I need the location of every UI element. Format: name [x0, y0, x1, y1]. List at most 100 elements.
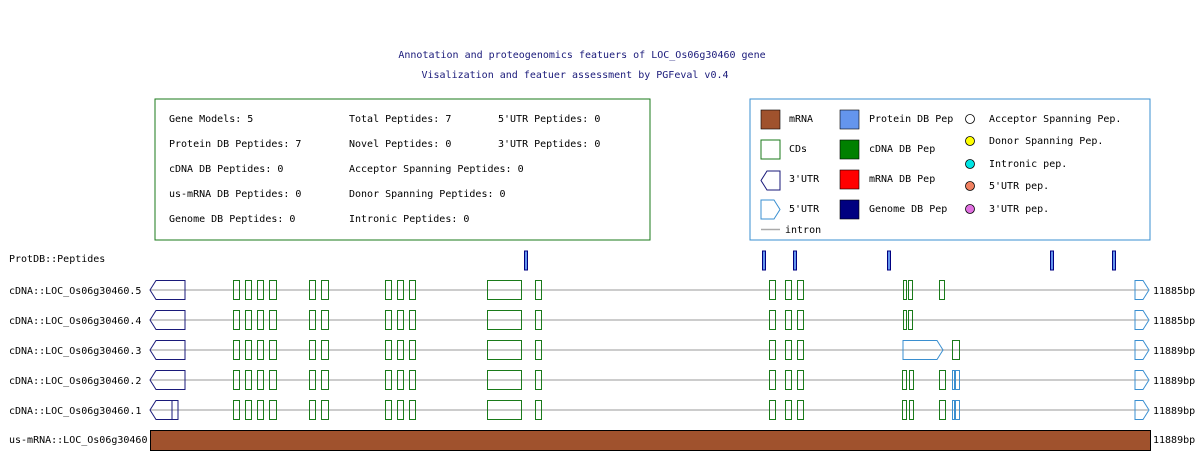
track-length-5: 11885bp: [1153, 286, 1195, 297]
legend-protein-db-label: Protein DB Pep: [869, 114, 953, 125]
cds-exon: [269, 280, 277, 300]
legend-box: [749, 98, 1151, 241]
peptide-mark: [524, 250, 528, 271]
legend-intron: intron: [761, 225, 821, 236]
cds-exon: [309, 400, 316, 420]
stat-utr5: 5'UTR Peptides: 0: [498, 114, 600, 125]
cds-exon: [269, 340, 277, 360]
cds-exon: [785, 370, 792, 390]
stat-us-mrna-db: us-mRNA DB Peptides: 0: [169, 189, 301, 200]
cds-exon: [385, 370, 392, 390]
cds-exon: [245, 400, 252, 420]
cds-exon: [908, 280, 913, 300]
cds-exon: [797, 310, 804, 330]
cds-exon: [257, 280, 264, 300]
track-label-5: cDNA::LOC_Os06g30460.5: [9, 286, 141, 297]
cds-exon: [233, 310, 240, 330]
utr5-exon: [952, 400, 955, 420]
cds-exon: [939, 400, 946, 420]
cds-exon: [233, 400, 240, 420]
cds-exon: [769, 310, 776, 330]
legend-utr3-pep: 3'UTR pep.: [965, 204, 1049, 215]
cds-exon: [785, 400, 792, 420]
peptide-mark: [1112, 250, 1116, 271]
cds-exon: [939, 370, 946, 390]
cds-exon: [409, 310, 416, 330]
cds-exon: [535, 310, 542, 330]
legend-donor-label: Donor Spanning Pep.: [989, 136, 1103, 147]
cds-exon: [902, 370, 907, 390]
cds-exon: [909, 370, 914, 390]
utr5-exon: [1134, 310, 1150, 330]
cds-exon: [269, 400, 277, 420]
legend-utr5-pep: 5'UTR pep.: [965, 181, 1049, 192]
legend-mrna-swatch: [760, 109, 781, 130]
legend-utr5-label: 5'UTR: [789, 204, 820, 215]
cds-exon: [903, 310, 907, 330]
utr5-exon: [1134, 280, 1150, 300]
cds-exon: [409, 370, 416, 390]
legend-mrna-db-label: mRNA DB Pep: [869, 174, 935, 185]
utr3-exon: [149, 400, 179, 420]
cds-exon: [397, 370, 404, 390]
legend-intronic-pep: Intronic pep.: [965, 159, 1067, 170]
cds-exon: [939, 280, 945, 300]
cds-exon: [487, 340, 522, 360]
cds-exon: [397, 340, 404, 360]
cds-exon: [785, 310, 792, 330]
utr3-exon: [149, 310, 186, 330]
legend-utr5: 5'UTR: [760, 199, 820, 220]
cds-exon: [487, 370, 522, 390]
legend-intronic-label: Intronic pep.: [989, 159, 1067, 170]
cds-exon: [257, 340, 264, 360]
peptide-mark: [762, 250, 766, 271]
cds-exon: [245, 280, 252, 300]
stat-utr3: 3'UTR Peptides: 0: [498, 139, 600, 150]
cds-exon: [397, 310, 404, 330]
legend-utr3: 3'UTR: [760, 170, 820, 191]
diagram-subtitle: Visalization and featuer assessment by P…: [421, 70, 728, 81]
cds-exon: [321, 340, 329, 360]
legend-donor-pep: Donor Spanning Pep.: [965, 136, 1103, 147]
cds-exon: [902, 400, 907, 420]
stats-box: [154, 98, 651, 241]
track-label-1: cDNA::LOC_Os06g30460.1: [9, 406, 141, 417]
legend-utr3-pep-label: 3'UTR pep.: [989, 204, 1049, 215]
cds-exon: [535, 280, 542, 300]
cds-exon: [385, 310, 392, 330]
legend-mrna-label: mRNA: [789, 114, 813, 125]
diagram-title: Annotation and proteogenomics featuers o…: [398, 50, 765, 61]
cds-exon: [409, 400, 416, 420]
cds-exon: [269, 310, 277, 330]
cds-exon: [245, 310, 252, 330]
cds-exon: [321, 310, 329, 330]
stat-total: Total Peptides: 7: [349, 114, 451, 125]
cds-exon: [769, 340, 776, 360]
cds-exon: [385, 340, 392, 360]
cds-exon: [321, 370, 329, 390]
legend-utr5-swatch: [760, 199, 781, 220]
cds-exon: [233, 340, 240, 360]
cds-exon: [535, 400, 542, 420]
cds-exon: [385, 400, 392, 420]
cds-exon: [309, 310, 316, 330]
cds-exon: [952, 340, 960, 360]
track-label-2: cDNA::LOC_Os06g30460.2: [9, 376, 141, 387]
track-label-3: cDNA::LOC_Os06g30460.3: [9, 346, 141, 357]
cds-exon: [487, 400, 522, 420]
legend-genome-db-pep: Genome DB Pep: [839, 199, 947, 220]
cds-exon: [321, 280, 329, 300]
legend-donor-dot: [965, 136, 975, 146]
legend-utr5-pep-label: 5'UTR pep.: [989, 181, 1049, 192]
cds-exon: [797, 370, 804, 390]
peptide-track: [524, 250, 1116, 271]
legend-acceptor-label: Acceptor Spanning Pep.: [989, 114, 1121, 125]
cds-exon: [903, 280, 907, 300]
legend-cdna-db-label: cDNA DB Pep: [869, 144, 935, 155]
legend-utr3-pep-dot: [965, 204, 975, 214]
cds-exon: [769, 370, 776, 390]
cds-exon: [797, 340, 804, 360]
legend-protein-db-pep: Protein DB Pep: [839, 109, 953, 130]
utr5-exon: [955, 370, 960, 390]
cds-exon: [797, 280, 804, 300]
